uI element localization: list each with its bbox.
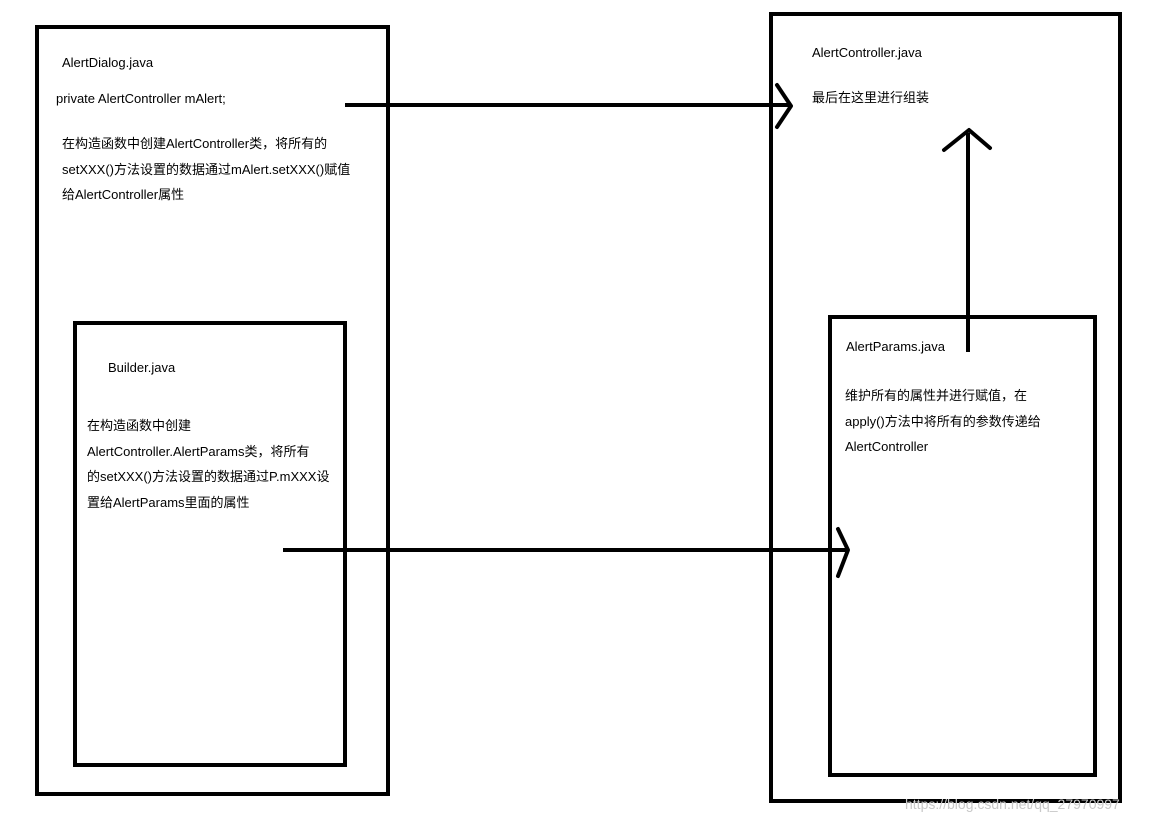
alert-dialog-description: 在构造函数中创建AlertController类，将所有的 setXXX()方法… [62, 131, 350, 208]
arrow-head-icon [836, 527, 850, 578]
builder-title: Builder.java [108, 360, 176, 375]
description-line: 给AlertController属性 [62, 187, 185, 202]
description-line: 置给AlertParams里面的属性 [87, 494, 250, 510]
description-line: AlertController [845, 439, 929, 454]
description-line: apply()方法中将所有的参数传递给 [845, 413, 1041, 429]
alert-controller-description: 最后在这里进行组装 [812, 90, 930, 105]
builder-description: 在构造函数中创建 AlertController.AlertParams类，将所… [87, 413, 329, 515]
builder-box [73, 321, 347, 767]
alert-dialog-box [35, 25, 390, 796]
alert-params-description: 维护所有的属性并进行赋值，在 apply()方法中将所有的参数传递给 Alert… [845, 383, 1041, 460]
alert-controller-box [769, 12, 1122, 803]
alert-controller-title: AlertController.java [812, 45, 922, 60]
description-line: setXXX()方法设置的数据通过mAlert.setXXX()赋值 [62, 161, 351, 177]
arrow-builder-to-params [283, 527, 850, 578]
watermark-text: https://blog.csdn.net/qq_27970997 [905, 796, 1120, 812]
description-line: 在构造函数中创建AlertController类，将所有的 [62, 136, 328, 151]
description-line: AlertController.AlertParams类，将所有 [87, 443, 310, 459]
arrow-head-icon [775, 83, 793, 129]
alert-dialog-title: AlertDialog.java [62, 55, 154, 70]
arrow-dialog-to-controller [345, 83, 793, 129]
alert-params-box [828, 315, 1097, 777]
arrow-params-to-controller [942, 128, 992, 352]
alert-dialog-field: private AlertController mAlert; [56, 91, 226, 106]
arrow-head-icon [942, 128, 992, 152]
description-line: 维护所有的属性并进行赋值，在 [845, 388, 1028, 403]
description-line: 在构造函数中创建 [87, 418, 192, 433]
alert-params-title: AlertParams.java [846, 339, 945, 354]
description-line: 的setXXX()方法设置的数据通过P.mXXX设 [87, 469, 330, 484]
